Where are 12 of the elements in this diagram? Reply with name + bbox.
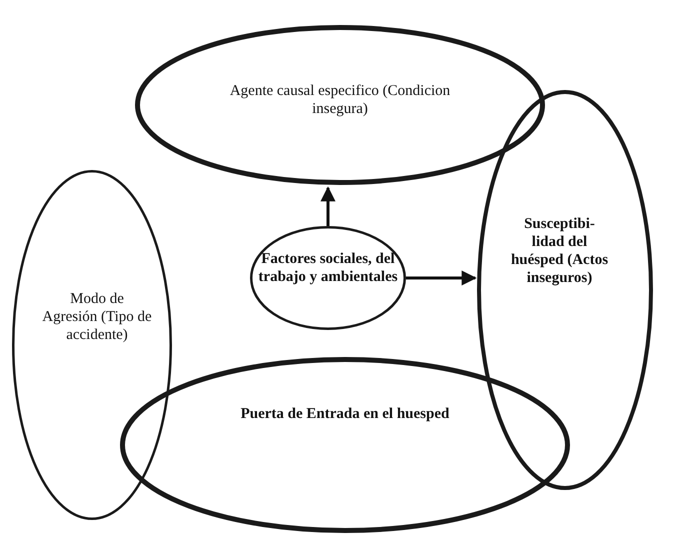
central-ellipse xyxy=(250,226,406,330)
ellipse xyxy=(12,170,172,520)
node-label: Factores sociales, del trabajo y ambientales xyxy=(258,250,398,286)
node-label: Modo de Agresión (Tipo de accidente) xyxy=(42,290,152,344)
ellipse xyxy=(477,90,653,490)
ellipse xyxy=(120,357,570,533)
node-label: Susceptibi- lidad del huésped (Actos inseguros) xyxy=(510,215,610,287)
arrow xyxy=(320,186,336,226)
arrow xyxy=(406,270,477,286)
node-label: Agente causal especifico (Condicion insegura) xyxy=(228,82,452,118)
node-label: Puerta de Entrada en el huesped xyxy=(240,405,450,423)
ellipse xyxy=(135,25,545,185)
